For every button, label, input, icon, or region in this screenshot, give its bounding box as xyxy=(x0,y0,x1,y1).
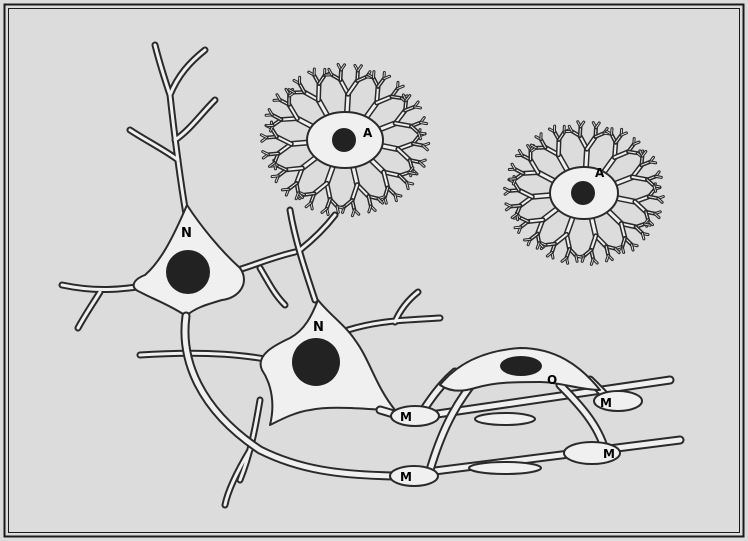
label-myelin-3: M xyxy=(400,470,412,484)
astrocyte-left-nucleus xyxy=(332,128,356,152)
label-astrocyte-right: A xyxy=(595,166,605,180)
label-myelin-2: M xyxy=(600,396,612,410)
myelin-segment-3 xyxy=(390,466,438,486)
label-myelin-4: M xyxy=(603,447,615,461)
label-oligodendrocyte: O xyxy=(547,373,557,387)
myelin-segment-6 xyxy=(469,462,541,474)
myelin-segment-5 xyxy=(475,413,535,425)
astrocyte-process-fill xyxy=(558,140,559,155)
label-astrocyte-left: A xyxy=(363,126,373,140)
astrocyte-process-fill xyxy=(318,84,319,100)
label-neuron-top: N xyxy=(181,226,192,241)
label-myelin-1: M xyxy=(400,410,412,424)
astrocyte-right-nucleus xyxy=(571,181,595,205)
oligodendrocyte-nucleus xyxy=(500,356,542,376)
label-neuron-bottom: N xyxy=(313,320,324,335)
neuron-top-nucleus xyxy=(166,250,210,294)
myelin-segment-1 xyxy=(391,406,439,426)
neuron-bottom-nucleus xyxy=(292,338,340,386)
